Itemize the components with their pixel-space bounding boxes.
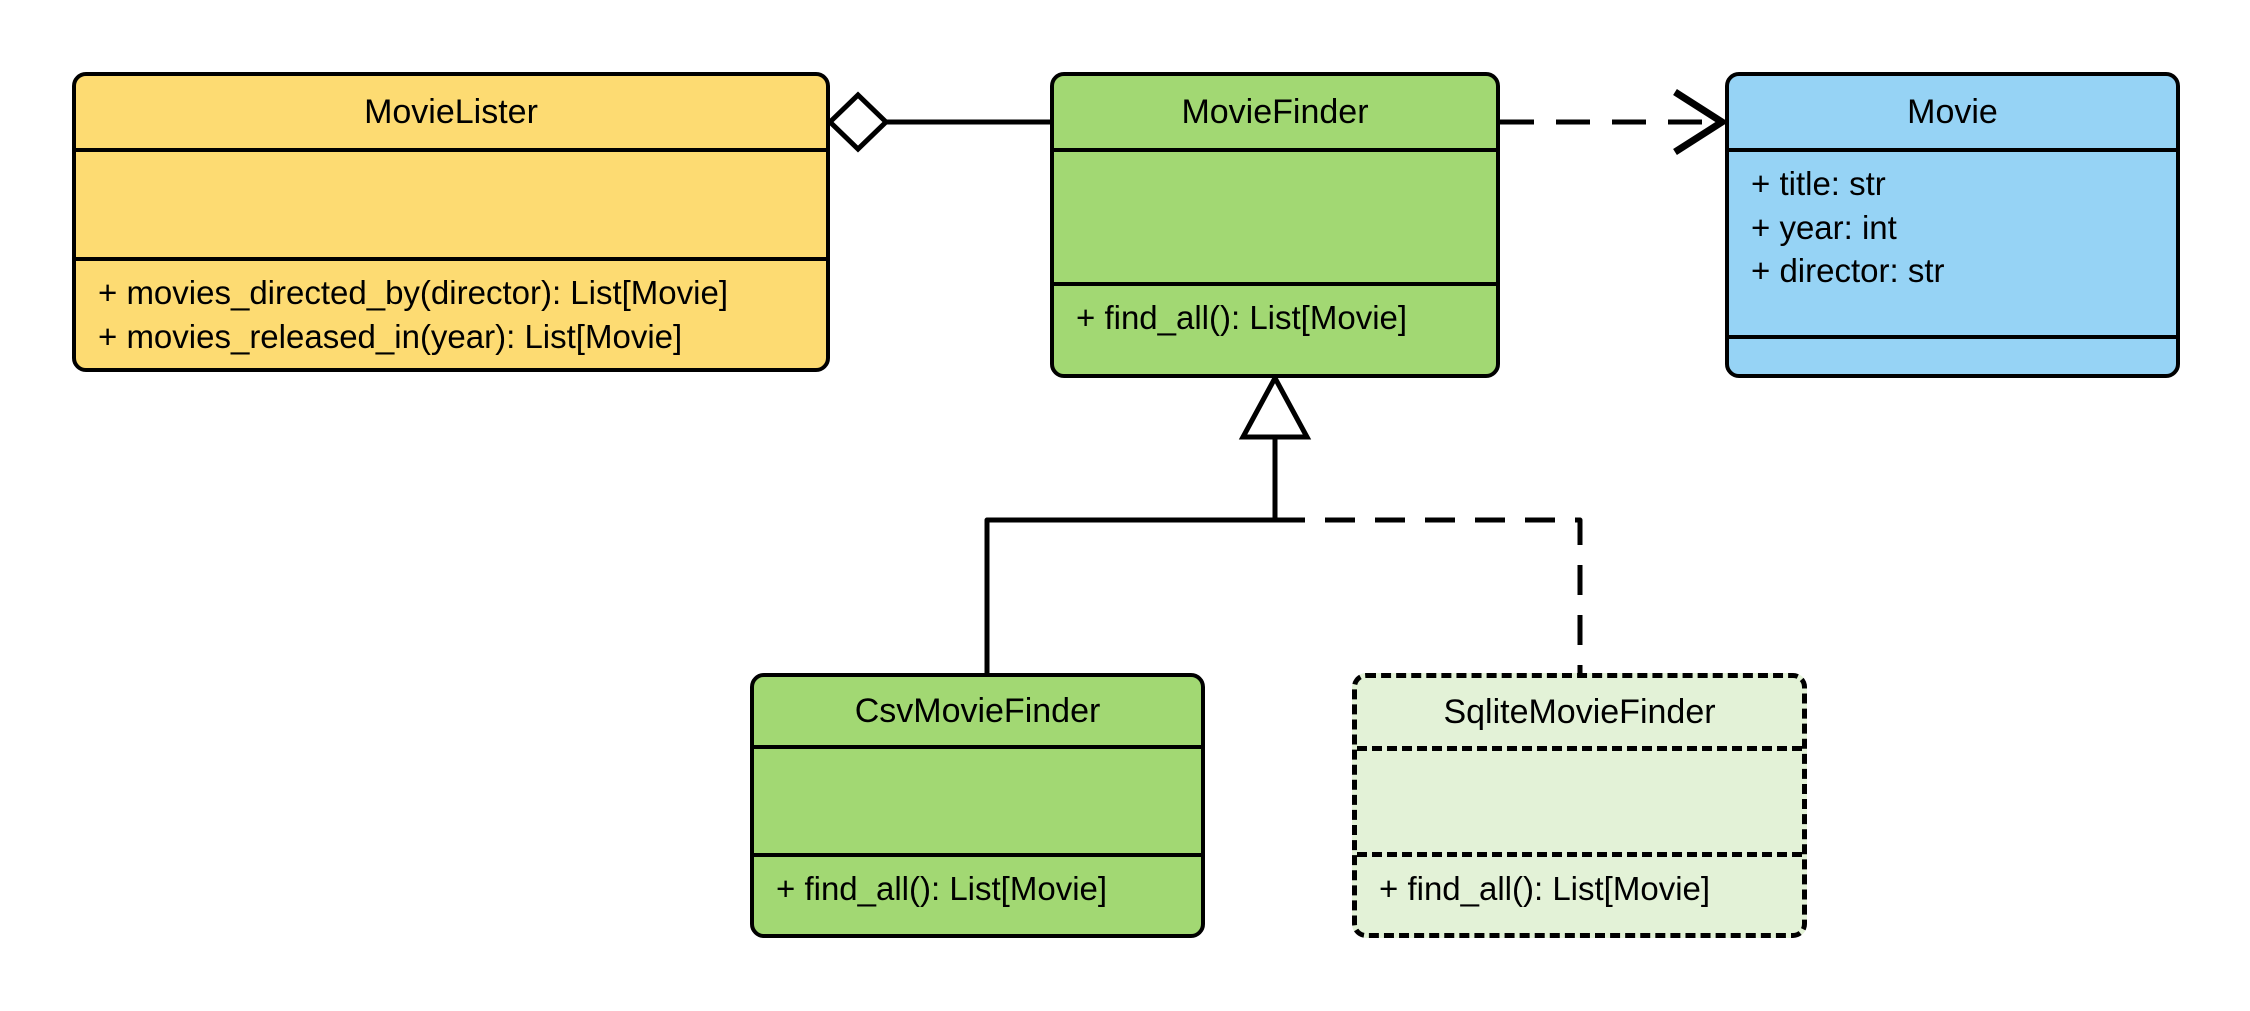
- class-name-movie-lister: MovieLister: [364, 93, 538, 131]
- method-item: + movies_released_in(year): List[Movie]: [98, 318, 683, 355]
- hollow-diamond-icon: [826, 91, 890, 153]
- methods-compartment-csv-movie-finder: + find_all(): List[Movie]: [754, 852, 1201, 934]
- method-item: + find_all(): List[Movie]: [1379, 870, 1711, 908]
- class-name-csv-movie-finder: CsvMovieFinder: [854, 692, 1101, 730]
- methods-compartment-sqlite-movie-finder: + find_all(): List[Movie]: [1357, 852, 1802, 933]
- class-box-csv-movie-finder[interactable]: CsvMovieFinder + find_all(): List[Movie]: [750, 673, 1205, 938]
- attribute-item: + title: str: [1751, 165, 1886, 202]
- hollow-triangle-icon: [1238, 372, 1312, 440]
- methods-compartment-movie: [1729, 335, 2176, 374]
- open-arrow-icon: [1673, 89, 1729, 155]
- aggregation-lister-finder: [826, 91, 1050, 153]
- dependency-finder-movie: [1500, 89, 1729, 155]
- methods-compartment-movie-finder: + find_all(): List[Movie]: [1054, 282, 1496, 374]
- attributes-compartment-movie-finder: [1054, 148, 1496, 282]
- class-name-movie-finder: MovieFinder: [1181, 93, 1369, 131]
- class-name-sqlite-movie-finder: SqliteMovieFinder: [1443, 693, 1716, 731]
- methods-compartment-movie-lister: + movies_directed_by(director): List[Mov…: [76, 257, 826, 368]
- class-box-movie-lister[interactable]: MovieLister + movies_directed_by(directo…: [72, 72, 830, 372]
- generalization-sqlite-finder: [1275, 517, 1583, 673]
- class-box-movie-finder[interactable]: MovieFinder + find_all(): List[Movie]: [1050, 72, 1500, 378]
- attributes-compartment-movie: + title: str + year: int + director: str: [1729, 148, 2176, 335]
- attributes-compartment-sqlite-movie-finder: [1357, 746, 1802, 852]
- class-box-movie[interactable]: Movie + title: str + year: int + directo…: [1725, 72, 2180, 378]
- generalization-csv-finder: [984, 372, 1312, 673]
- attribute-item: + year: int: [1751, 208, 1897, 246]
- method-item: + movies_directed_by(director): List[Mov…: [98, 274, 728, 312]
- class-box-sqlite-movie-finder[interactable]: SqliteMovieFinder + find_all(): List[Mov…: [1352, 673, 1807, 938]
- attributes-compartment-movie-lister: [76, 148, 826, 257]
- method-item: + find_all(): List[Movie]: [1076, 299, 1408, 337]
- attribute-item: + director: str: [1751, 252, 1945, 290]
- generalization-branch-sqlite: [1275, 517, 1583, 673]
- method-item: + find_all(): List[Movie]: [776, 869, 1108, 907]
- generalization-branch-csv: [984, 517, 1275, 673]
- attributes-compartment-csv-movie-finder: [754, 745, 1201, 853]
- class-name-movie: Movie: [1907, 93, 1998, 131]
